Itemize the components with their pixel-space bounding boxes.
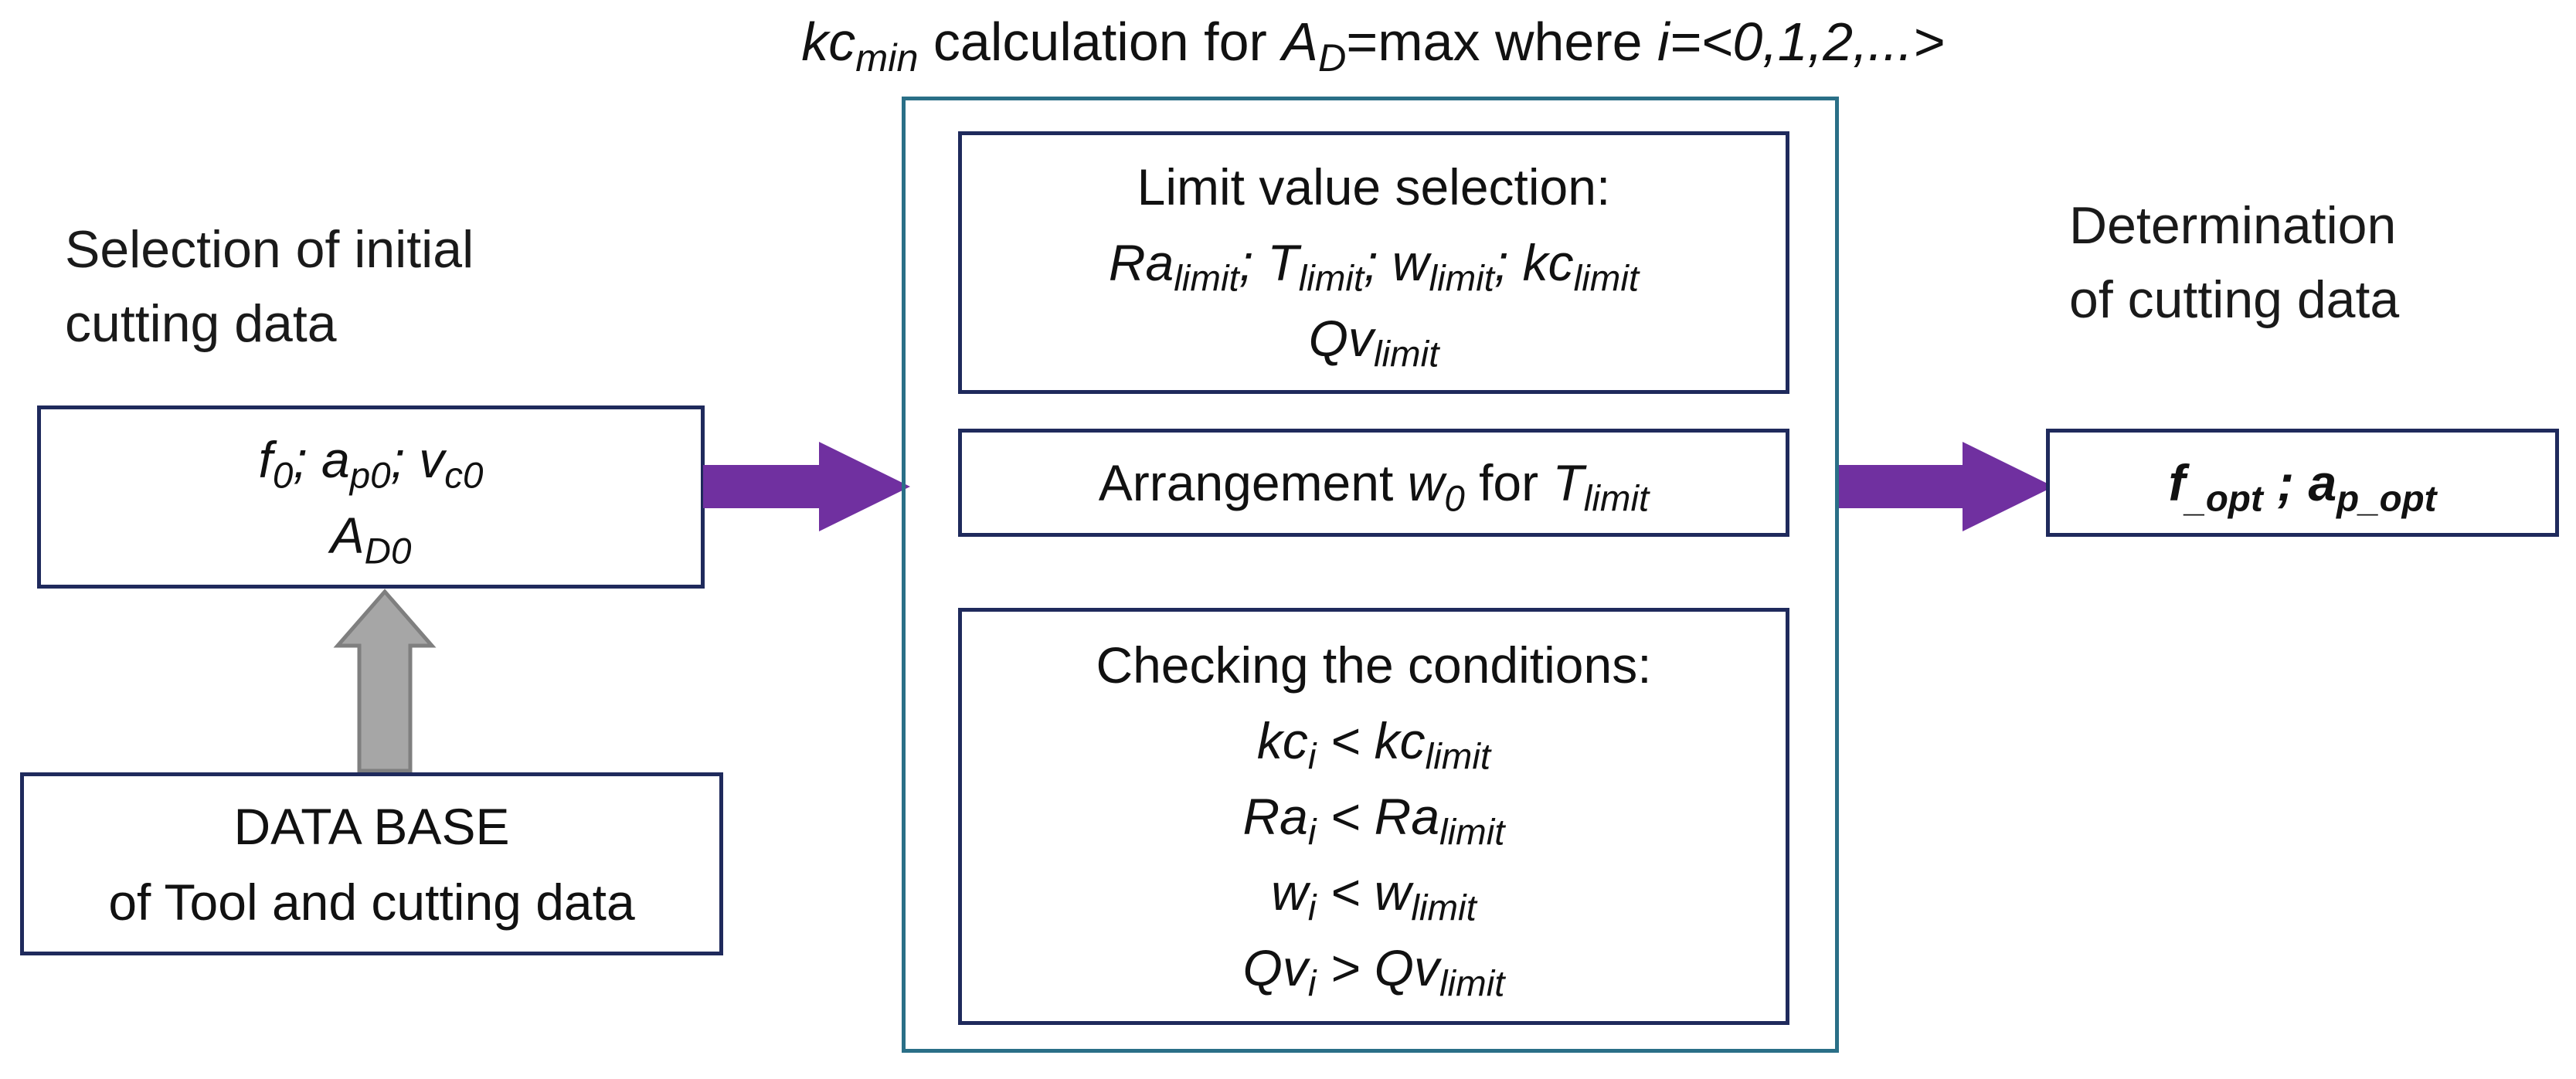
condition-lhs: Ra: [1242, 788, 1308, 845]
vc0-symbol: v: [419, 430, 445, 488]
database-line1: DATA BASE: [233, 797, 510, 855]
limit-heading: Limit value selection:: [1137, 158, 1611, 215]
title-i: i=<0,1,2,...>: [1657, 12, 1945, 72]
condition-rhs-sub: limit: [1411, 887, 1477, 929]
condition-lhs-sub: i: [1307, 812, 1317, 853]
f0-sub: 0: [272, 454, 294, 496]
condition-lhs: Qv: [1242, 939, 1308, 996]
arrangement-for: for: [1464, 454, 1553, 511]
sep: ;: [390, 430, 420, 488]
w-limit-symbol: w: [1392, 234, 1429, 291]
limit-values-line: Ralimit; Tlimit; wlimit; kclimit: [1109, 225, 1639, 300]
calculation-frame: [902, 97, 1839, 1053]
ra-limit-sub: limit: [1174, 258, 1239, 300]
t-limit-sub: limit: [1298, 258, 1364, 300]
ad0-sub: D0: [364, 530, 412, 572]
title-ad: A: [1282, 12, 1318, 72]
condition-rhs: Ra: [1374, 788, 1440, 845]
condition-rhs: w: [1374, 864, 1412, 921]
condition-lhs-sub: i: [1307, 963, 1317, 1005]
qv-limit-symbol: Qv: [1308, 310, 1374, 367]
condition-lhs-sub: i: [1307, 887, 1317, 929]
flow-arrow-right: [1839, 442, 2054, 531]
w-limit-sub: limit: [1429, 258, 1494, 300]
database-box: DATA BASE of Tool and cutting data: [20, 772, 723, 955]
t-limit-sub: limit: [1583, 478, 1650, 520]
t-limit-symbol: T: [1267, 234, 1299, 291]
condition-row: Rai < Ralimit: [1243, 779, 1505, 854]
condition-lhs-sub: i: [1307, 736, 1317, 778]
title-kc-sub: min: [855, 36, 919, 80]
right-heading: Determination of cutting data: [2069, 188, 2399, 337]
condition-operator: >: [1316, 939, 1375, 996]
conditions-heading: Checking the conditions:: [1096, 636, 1652, 694]
t-limit-symbol: T: [1552, 454, 1584, 511]
limit-value-box: Limit value selection: Ralimit; Tlimit; …: [958, 131, 1789, 394]
right-heading-line2: of cutting data: [2069, 270, 2400, 329]
condition-row: wi < wlimit: [1271, 854, 1477, 930]
sep: ;: [1364, 234, 1392, 291]
ap-opt-sub: p_opt: [2336, 478, 2437, 520]
result-box: f_opt ; ap_opt: [2046, 429, 2559, 537]
condition-operator: <: [1316, 864, 1375, 921]
initial-data-box: f0; ap0; vc0 AD0: [37, 405, 705, 589]
ad0-symbol: A: [330, 506, 365, 564]
title-eq: =max where: [1346, 12, 1658, 72]
ra-limit-symbol: Ra: [1108, 234, 1174, 291]
condition-lhs: w: [1271, 864, 1308, 921]
sep: ;: [1494, 234, 1523, 291]
qv-limit-sub: limit: [1373, 334, 1439, 375]
flow-arrow-left: [703, 442, 910, 531]
condition-row: Qvi > Qvlimit: [1243, 930, 1505, 1006]
condition-rhs-sub: limit: [1425, 736, 1491, 778]
database-line2: of Tool and cutting data: [108, 873, 635, 931]
f-opt-sub: _opt: [2185, 478, 2263, 520]
title-kc: kc: [801, 12, 856, 72]
arrangement-box: Arrangement w0 for Tlimit: [958, 429, 1789, 537]
database-up-arrow: [333, 589, 437, 773]
sep: ;: [1239, 234, 1268, 291]
ad0-line: AD0: [331, 497, 412, 573]
condition-rhs-sub: limit: [1439, 812, 1505, 853]
ap0-symbol: a: [321, 430, 350, 488]
title-mid: calculation for: [918, 12, 1283, 72]
left-heading-line1: Selection of initial: [65, 220, 474, 279]
condition-operator: <: [1316, 788, 1375, 845]
w0-symbol: w: [1407, 454, 1445, 511]
f0-symbol: f: [258, 430, 273, 488]
ap0-sub: p0: [349, 454, 391, 496]
condition-rhs-sub: limit: [1439, 963, 1505, 1005]
condition-rhs: Qv: [1374, 939, 1439, 996]
kc-limit-symbol: kc: [1522, 234, 1574, 291]
title-ad-sub: D: [1317, 36, 1347, 80]
arrangement-text: Arrangement: [1098, 454, 1408, 511]
condition-operator: <: [1316, 712, 1375, 769]
ap-opt-symbol: a: [2308, 454, 2337, 511]
sep: ;: [2262, 454, 2309, 511]
kc-limit-sub: limit: [1573, 258, 1640, 300]
arrangement-line: Arrangement w0 for Tlimit: [1099, 445, 1649, 521]
vc0-sub: c0: [444, 454, 484, 496]
qv-limit-line: Qvlimit: [1309, 300, 1439, 376]
condition-rhs: kc: [1374, 712, 1426, 769]
condition-row: kci < kclimit: [1257, 703, 1490, 779]
f-opt-symbol: f: [2168, 454, 2186, 511]
left-heading-line2: cutting data: [65, 294, 337, 353]
right-heading-line1: Determination: [2069, 196, 2397, 255]
left-heading: Selection of initial cutting data: [65, 212, 474, 361]
w0-sub: 0: [1444, 478, 1465, 520]
condition-lhs: kc: [1256, 712, 1308, 769]
result-line: f_opt ; ap_opt: [2169, 445, 2437, 521]
sep: ;: [293, 430, 321, 488]
conditions-box: Checking the conditions: kci < kclimit R…: [958, 608, 1789, 1025]
initial-params-line: f0; ap0; vc0: [259, 422, 484, 497]
diagram-title: kcmin calculation for AD=max where i=<0,…: [0, 5, 2576, 79]
